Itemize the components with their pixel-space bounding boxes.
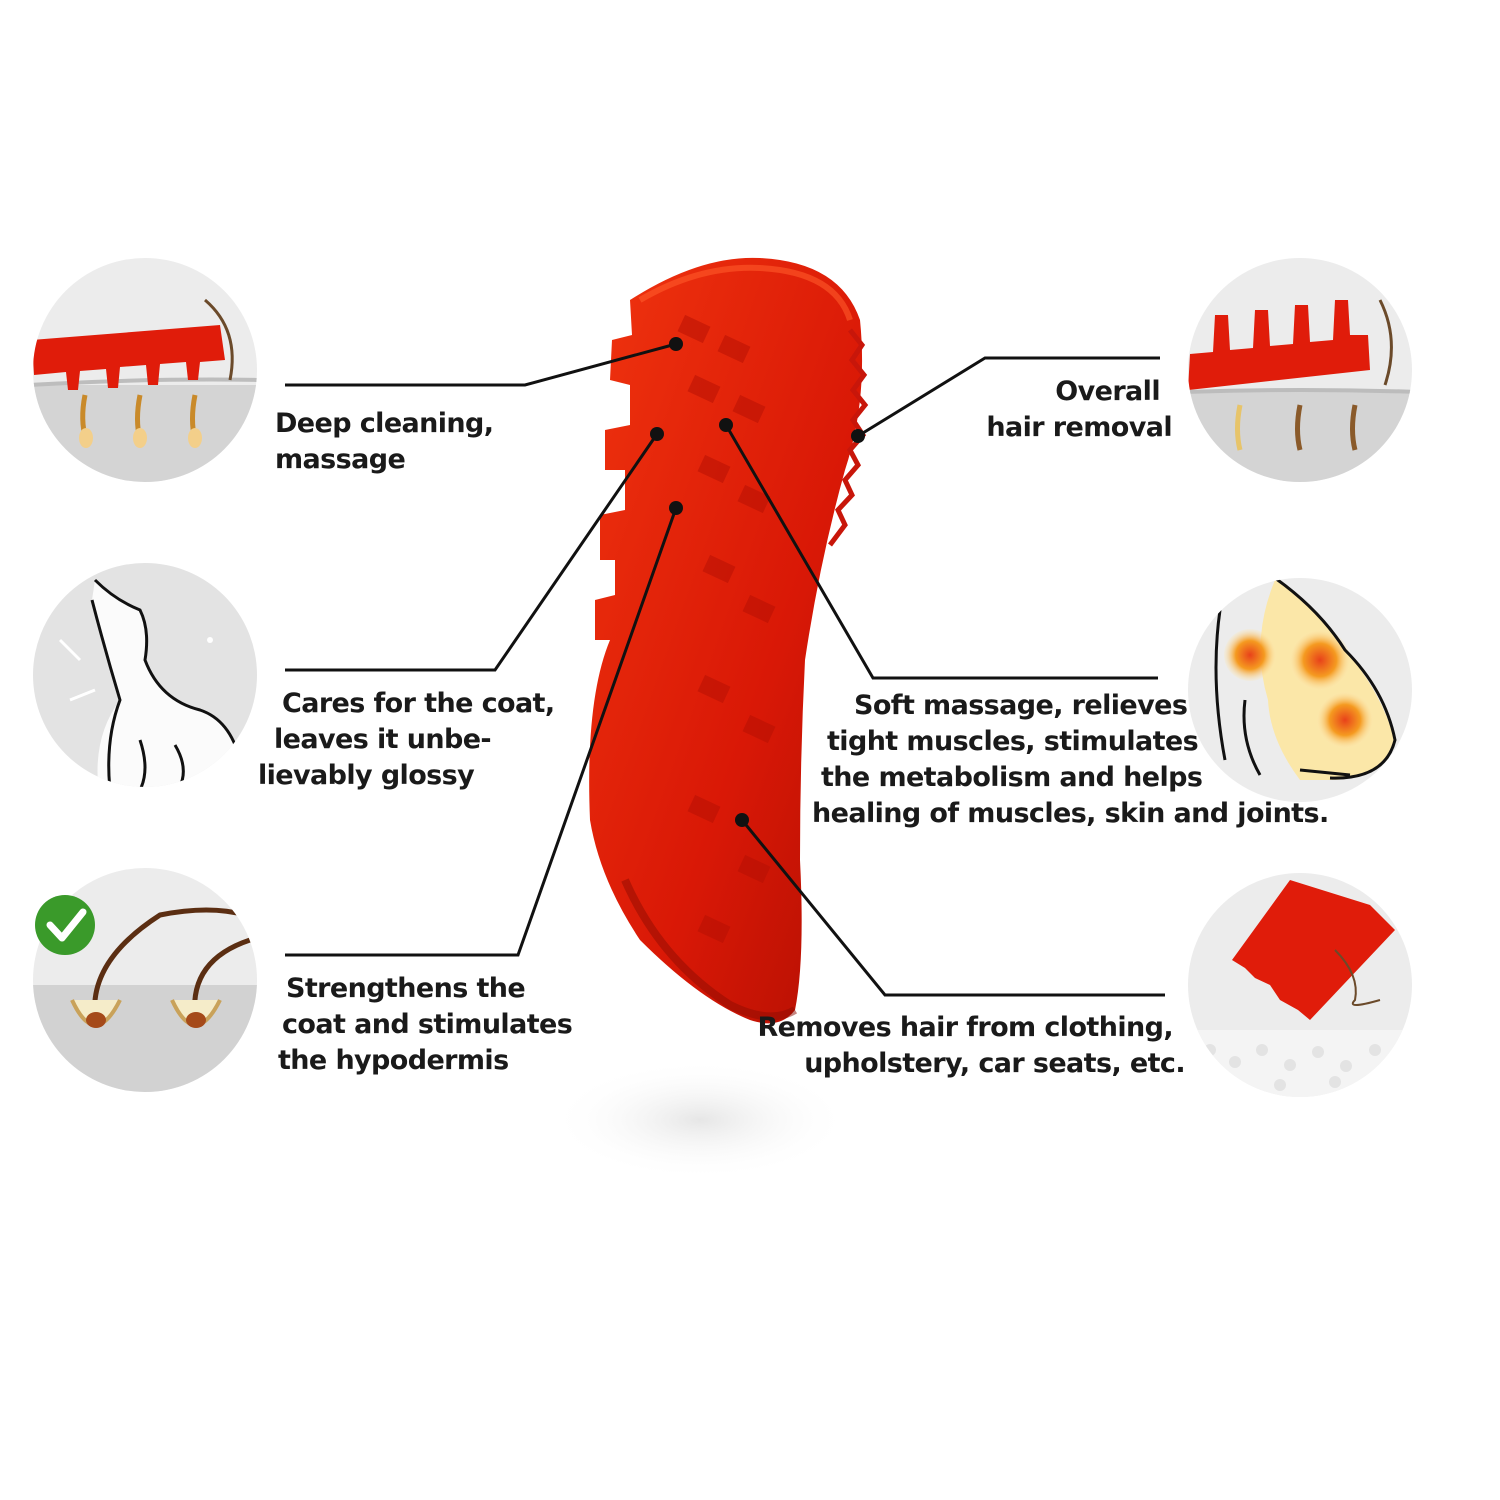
leader-lines xyxy=(285,342,1165,997)
label-soft-massage: Soft massage, relieves tight muscles, st… xyxy=(812,688,1329,832)
label-line: Soft massage, relieves xyxy=(854,690,1188,721)
leader-line-deep-cleaning xyxy=(285,342,677,387)
brush-shadow xyxy=(550,1060,850,1180)
label-line: Cares for the coat, xyxy=(282,688,555,719)
howling-dog-icon xyxy=(33,563,257,787)
label-line: Strengthens the xyxy=(286,973,526,1004)
label-strengthens: Strengthens the coat and stimulates the … xyxy=(278,971,573,1079)
label-line: the hypodermis xyxy=(278,1045,509,1076)
label-line: Deep cleaning, xyxy=(275,408,494,439)
comb-teeth-skin-icon xyxy=(33,258,257,482)
label-line: massage xyxy=(275,444,406,475)
label-line: leaves it unbe- xyxy=(274,724,492,755)
leader-line-removes-hair xyxy=(740,819,1165,997)
label-line: hair removal xyxy=(986,412,1172,443)
check-badge-icon xyxy=(35,895,95,955)
comb-fabric-icon xyxy=(1188,873,1412,1097)
label-line: coat and stimulates xyxy=(282,1009,573,1040)
label-removes-hair: Removes hair from clothing, upholstery, … xyxy=(757,1010,1185,1082)
hair-follicle-check-icon xyxy=(33,868,257,1092)
leader-line-hair-removal xyxy=(857,356,1160,438)
label-line: healing of muscles, skin and joints. xyxy=(812,798,1329,829)
dog-joints-heat-icon xyxy=(1188,578,1412,802)
label-hair-removal: Overall hair removal xyxy=(986,374,1172,446)
label-line: Overall xyxy=(1055,376,1160,407)
label-line: tight muscles, stimulates xyxy=(827,726,1199,757)
grooming-brush-image xyxy=(589,257,869,1024)
leader-line-coat-care xyxy=(285,433,659,672)
label-line: lievably glossy xyxy=(258,760,475,791)
label-line: the metabolism and helps xyxy=(821,762,1203,793)
label-deep-cleaning: Deep cleaning, massage xyxy=(275,406,494,478)
label-coat-care: Cares for the coat, leaves it unbe- liev… xyxy=(258,686,555,794)
label-line: upholstery, car seats, etc. xyxy=(804,1048,1185,1079)
leader-dots xyxy=(650,337,865,827)
comb-hair-removal-icon xyxy=(1188,258,1412,482)
leader-line-soft-massage xyxy=(724,424,1158,680)
label-line: Removes hair from clothing, xyxy=(757,1012,1173,1043)
leader-line-strengthens xyxy=(285,507,678,957)
